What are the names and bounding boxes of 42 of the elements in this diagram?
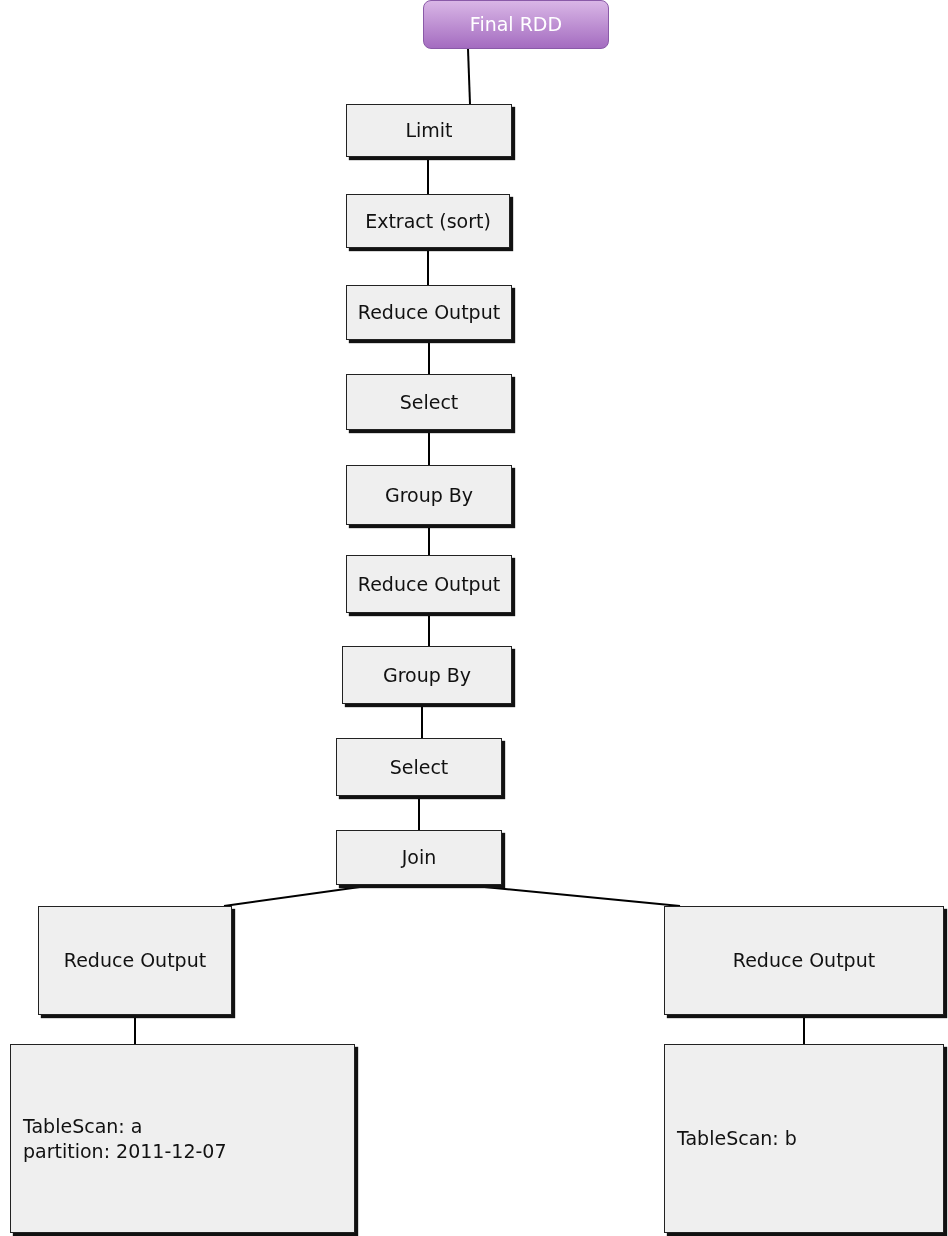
operator-box [346,555,512,613]
node-label: Join [401,845,437,870]
node-label: Group By [382,662,472,688]
node-label: Reduce Output [357,571,501,597]
node-label: partition: 2011-12-07 [23,1138,227,1164]
connector-line [428,429,430,466]
operator-box [346,374,512,430]
connector-line [223,884,376,907]
connector-line [803,1014,805,1045]
connector-line [428,524,430,556]
node-label: Select [399,389,459,415]
connector-line [462,884,681,907]
operator-box [346,104,512,157]
operator-box [346,465,512,525]
operator-box [336,738,502,796]
node-label: Extract (sort) [365,208,491,234]
table-scan-box [664,1044,944,1233]
connector-line [428,339,430,375]
node-label: Select [389,754,449,780]
node-label: Reduce Output [63,948,207,973]
connector-line [418,795,420,831]
connector-line [428,612,430,647]
operator-box [342,646,512,704]
operator-box [38,906,232,1015]
connector-line [421,703,423,739]
node-label: Limit [405,118,453,143]
output-node [423,0,609,49]
operator-box [664,906,944,1015]
node-label: Final RDD [469,12,563,37]
node-label: TableScan: a [23,1113,143,1139]
operator-box [336,830,502,885]
node-label: Reduce Output [732,948,876,973]
connector-line [134,1014,136,1045]
connector-line [467,48,471,105]
operator-box [346,194,510,248]
connector-line [427,156,429,195]
node-label: Group By [384,482,474,508]
node-label: TableScan: b [677,1126,797,1151]
table-scan-box [10,1044,355,1233]
node-label: Reduce Output [357,300,501,325]
operator-box [346,285,512,340]
connector-line [427,247,429,286]
